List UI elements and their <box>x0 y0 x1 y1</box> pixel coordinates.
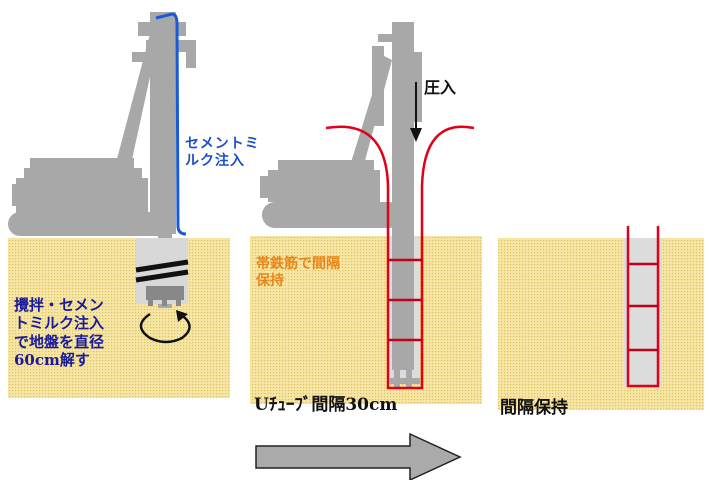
rotation-arrow-icon <box>139 312 191 344</box>
u-tube-spacing-label: Uﾁｭｰﾌﾞ間隔30cm <box>254 395 398 415</box>
drill-bit-1 <box>146 286 184 300</box>
hoop-line2: 保持 <box>256 273 284 290</box>
ground-block-3 <box>498 238 704 410</box>
cement-milk-line1: セメントミ <box>185 136 260 152</box>
mixing-line2: トミルク注入 <box>14 314 105 333</box>
cement-milk-line2: ルク注入 <box>185 153 245 170</box>
mixing-line4: 60cm解す <box>14 350 90 369</box>
step1-group <box>8 12 230 398</box>
ground-block-2 <box>250 236 482 404</box>
pile-rod-2 <box>392 22 414 370</box>
u-tube-2 <box>325 125 475 390</box>
mixing-wing <box>135 259 189 273</box>
cement-milk-label: セメントミ ルク注入 <box>185 136 260 170</box>
mixing-wing <box>135 269 189 283</box>
cement-milk-line <box>155 12 187 236</box>
crawler-rig-2 <box>260 34 422 228</box>
right-arrow-icon <box>255 432 462 480</box>
hoop-line1: 帯鉄筋で間隔 <box>256 256 340 272</box>
hole-3 <box>624 238 662 388</box>
mixing-line1: 攪拌・セメン <box>14 296 104 314</box>
step2-group <box>250 22 482 404</box>
mixing-line3: で地盤を直径 <box>14 332 105 351</box>
ground-block-1 <box>8 238 230 398</box>
spacing-kept-label: 間隔保持 <box>500 398 568 418</box>
mixing-label: 攪拌・セメン トミルク注入 で地盤を直径 60cm解す <box>14 296 104 369</box>
hoop-label: 帯鉄筋で間隔 保持 <box>256 256 340 290</box>
step3-group <box>498 226 704 410</box>
press-in-label: 圧入 <box>424 78 457 97</box>
crawler-rig-1 <box>8 12 196 308</box>
